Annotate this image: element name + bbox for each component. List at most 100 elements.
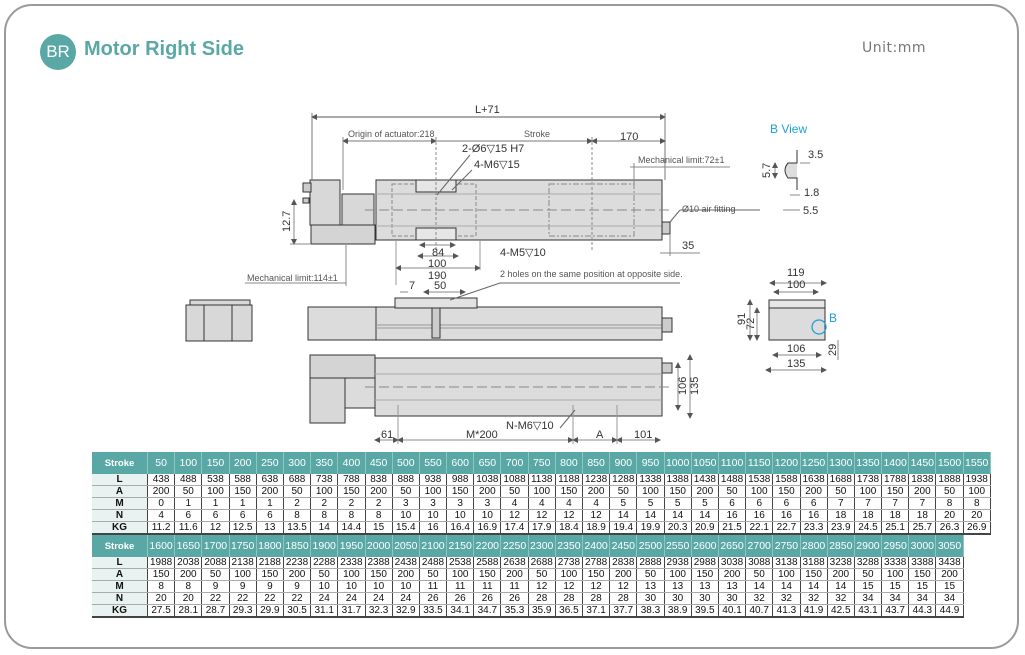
table-cell: 12.5 <box>229 521 257 535</box>
table-cell: 20.9 <box>691 521 719 535</box>
stroke-header-cell: 2700 <box>745 535 774 557</box>
table-cell: 200 <box>827 568 855 581</box>
table-cell: 100 <box>528 485 556 498</box>
table-cell: 30 <box>718 592 747 605</box>
stroke-header-cell: 800 <box>555 452 584 474</box>
table-cell: 29.9 <box>256 604 284 618</box>
table-cell: 2638 <box>500 557 529 569</box>
table-cell: 100 <box>963 485 991 498</box>
row-label: Stroke <box>92 535 148 557</box>
table-cell: 20 <box>935 509 964 522</box>
table-cell: 2788 <box>582 557 611 569</box>
end-dim-106: 106 <box>787 343 805 355</box>
table-cell: 27.5 <box>147 604 176 618</box>
table-cell: 16.9 <box>473 521 502 535</box>
row-label: N <box>92 592 148 605</box>
stroke-header-cell: 400 <box>337 452 366 474</box>
b-dim-5-7: 5.7 <box>761 163 773 178</box>
table-cell: 22 <box>256 592 284 605</box>
stroke-header-cell: 2550 <box>664 535 692 557</box>
table-cell: 688 <box>283 474 312 486</box>
table-cell: 34.1 <box>446 604 475 618</box>
table-cell: 1638 <box>800 474 828 486</box>
table-cell: 2888 <box>636 557 665 569</box>
table-cell: 19.4 <box>609 521 638 535</box>
table-cell: 3 <box>392 497 420 510</box>
stroke-header-cell: 1150 <box>745 452 774 474</box>
table-cell: 1488 <box>718 474 747 486</box>
end-dim-72: 72 <box>745 318 757 330</box>
table-cell: 150 <box>691 568 719 581</box>
table-cell: 23.9 <box>827 521 855 535</box>
table-cell: 12 <box>582 580 611 593</box>
table-cell: 28 <box>609 592 638 605</box>
stroke-header-cell: 1100 <box>718 452 747 474</box>
table-cell: 100 <box>881 568 910 581</box>
table-cell: 11 <box>446 580 475 593</box>
stroke-header-cell: 1650 <box>174 535 203 557</box>
table-cell: 1 <box>229 497 257 510</box>
table-cell: 50 <box>528 568 556 581</box>
mech-limit-right: Mechanical limit:72±1 <box>638 155 724 165</box>
table-cell: 150 <box>555 485 584 498</box>
table-cell: 33.5 <box>419 604 448 618</box>
table-cell: 200 <box>609 568 638 581</box>
table-cell: 9 <box>256 580 284 593</box>
table-cell: 200 <box>283 568 312 581</box>
table-cell: 11.2 <box>147 521 176 535</box>
table-cell: 30.5 <box>283 604 312 618</box>
stroke-header-cell: 2800 <box>800 535 828 557</box>
motor-body <box>309 179 341 226</box>
table-cell: 22 <box>229 592 257 605</box>
row-label: KG <box>92 604 148 618</box>
bottom-tap-label: N-M6▽10 <box>506 420 554 432</box>
table-cell: 13.5 <box>283 521 312 535</box>
table-cell: 2838 <box>609 557 638 569</box>
stroke-header-cell: 3050 <box>935 535 964 557</box>
table-cell: 2138 <box>229 557 257 569</box>
table-cell: 150 <box>664 485 692 498</box>
table-cell: 41.9 <box>800 604 828 618</box>
table-cell: 9 <box>201 580 230 593</box>
table-cell: 6 <box>772 497 801 510</box>
table-cell: 2688 <box>528 557 556 569</box>
dim-61: 61 <box>381 429 393 441</box>
table-cell: 638 <box>256 474 284 486</box>
table-cell: 988 <box>446 474 475 486</box>
table-cell: 16 <box>419 521 448 535</box>
table-cell: 16 <box>745 509 774 522</box>
table-cell: 738 <box>310 474 339 486</box>
table-cell: 28 <box>582 592 611 605</box>
table-cell: 2438 <box>392 557 420 569</box>
table-cell: 15 <box>881 580 910 593</box>
table-cell: 15 <box>908 580 937 593</box>
table-cell: 13 <box>664 580 692 593</box>
stroke-header-cell: 950 <box>636 452 665 474</box>
table-cell: 37.7 <box>609 604 638 618</box>
table-cell: 17.9 <box>528 521 556 535</box>
table-cell: 31.1 <box>310 604 339 618</box>
table-cell: 838 <box>365 474 393 486</box>
motor-base <box>310 224 376 245</box>
table-cell: 7 <box>854 497 883 510</box>
table-cell: 34 <box>935 592 964 605</box>
table-cell: 50 <box>745 568 774 581</box>
table-cell: 3388 <box>908 557 937 569</box>
table-cell: 4 <box>147 509 176 522</box>
table-cell: 18 <box>827 509 855 522</box>
table-cell: 2538 <box>446 557 475 569</box>
row-label: A <box>92 568 148 581</box>
table-cell: 14 <box>310 521 339 535</box>
table-cell: 34 <box>854 592 883 605</box>
table-cell: 34 <box>881 592 910 605</box>
dowel-hole-label: 2-Ø6▽15 H7 <box>462 143 524 155</box>
table-cell: 18 <box>908 509 937 522</box>
stroke-header-cell: 150 <box>201 452 230 474</box>
end-dim-119: 119 <box>787 267 805 279</box>
stroke-header-cell: 2600 <box>691 535 719 557</box>
table-cell: 10 <box>446 509 475 522</box>
row-label: L <box>92 557 148 569</box>
